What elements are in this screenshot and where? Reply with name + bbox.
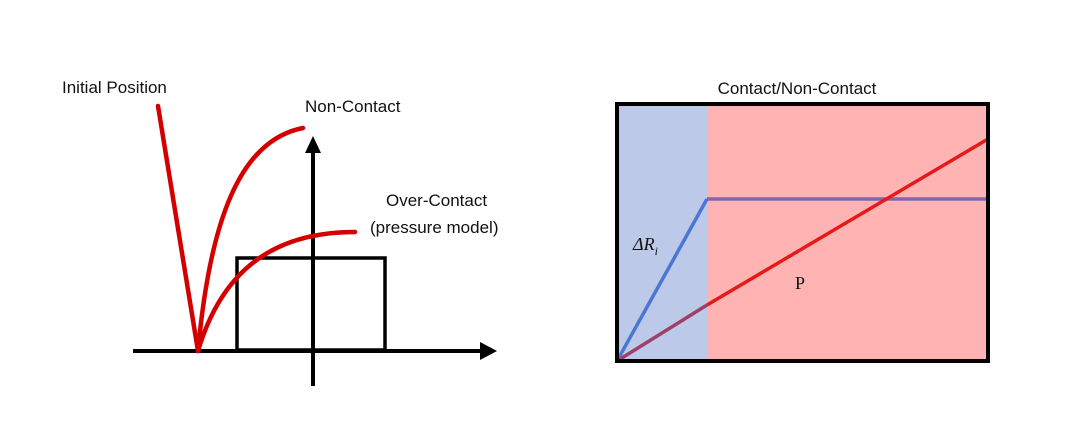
delta-r-subscript: i (655, 244, 658, 258)
p-line-red-region (706, 137, 989, 307)
non-contact-region (617, 104, 707, 361)
y-axis-arrowhead (305, 136, 321, 153)
over-contact-label: Over-Contact (386, 191, 487, 210)
contact-title: Contact/Non-Contact (718, 79, 877, 98)
right-diagram: Contact/Non-Contact ΔRi P (615, 79, 990, 363)
non-contact-curve (195, 125, 306, 354)
x-axis-arrowhead (480, 342, 497, 360)
delta-r-label: ΔRi (632, 234, 658, 258)
non-contact-label: Non-Contact (305, 97, 401, 116)
p-label: P (795, 273, 805, 293)
over-contact-curve (195, 229, 358, 354)
delta-r-line-rising (615, 198, 709, 362)
pressure-model-label: (pressure model) (370, 218, 499, 237)
contact-region (707, 104, 988, 361)
p-line-blue-region (616, 303, 708, 363)
left-diagram: Initial Position Non-Contact Over-Contac… (62, 78, 499, 386)
initial-position-label: Initial Position (62, 78, 167, 97)
delta-r-main: ΔR (632, 234, 655, 254)
plot-frame (615, 102, 990, 363)
initial-position-line (155, 103, 201, 354)
